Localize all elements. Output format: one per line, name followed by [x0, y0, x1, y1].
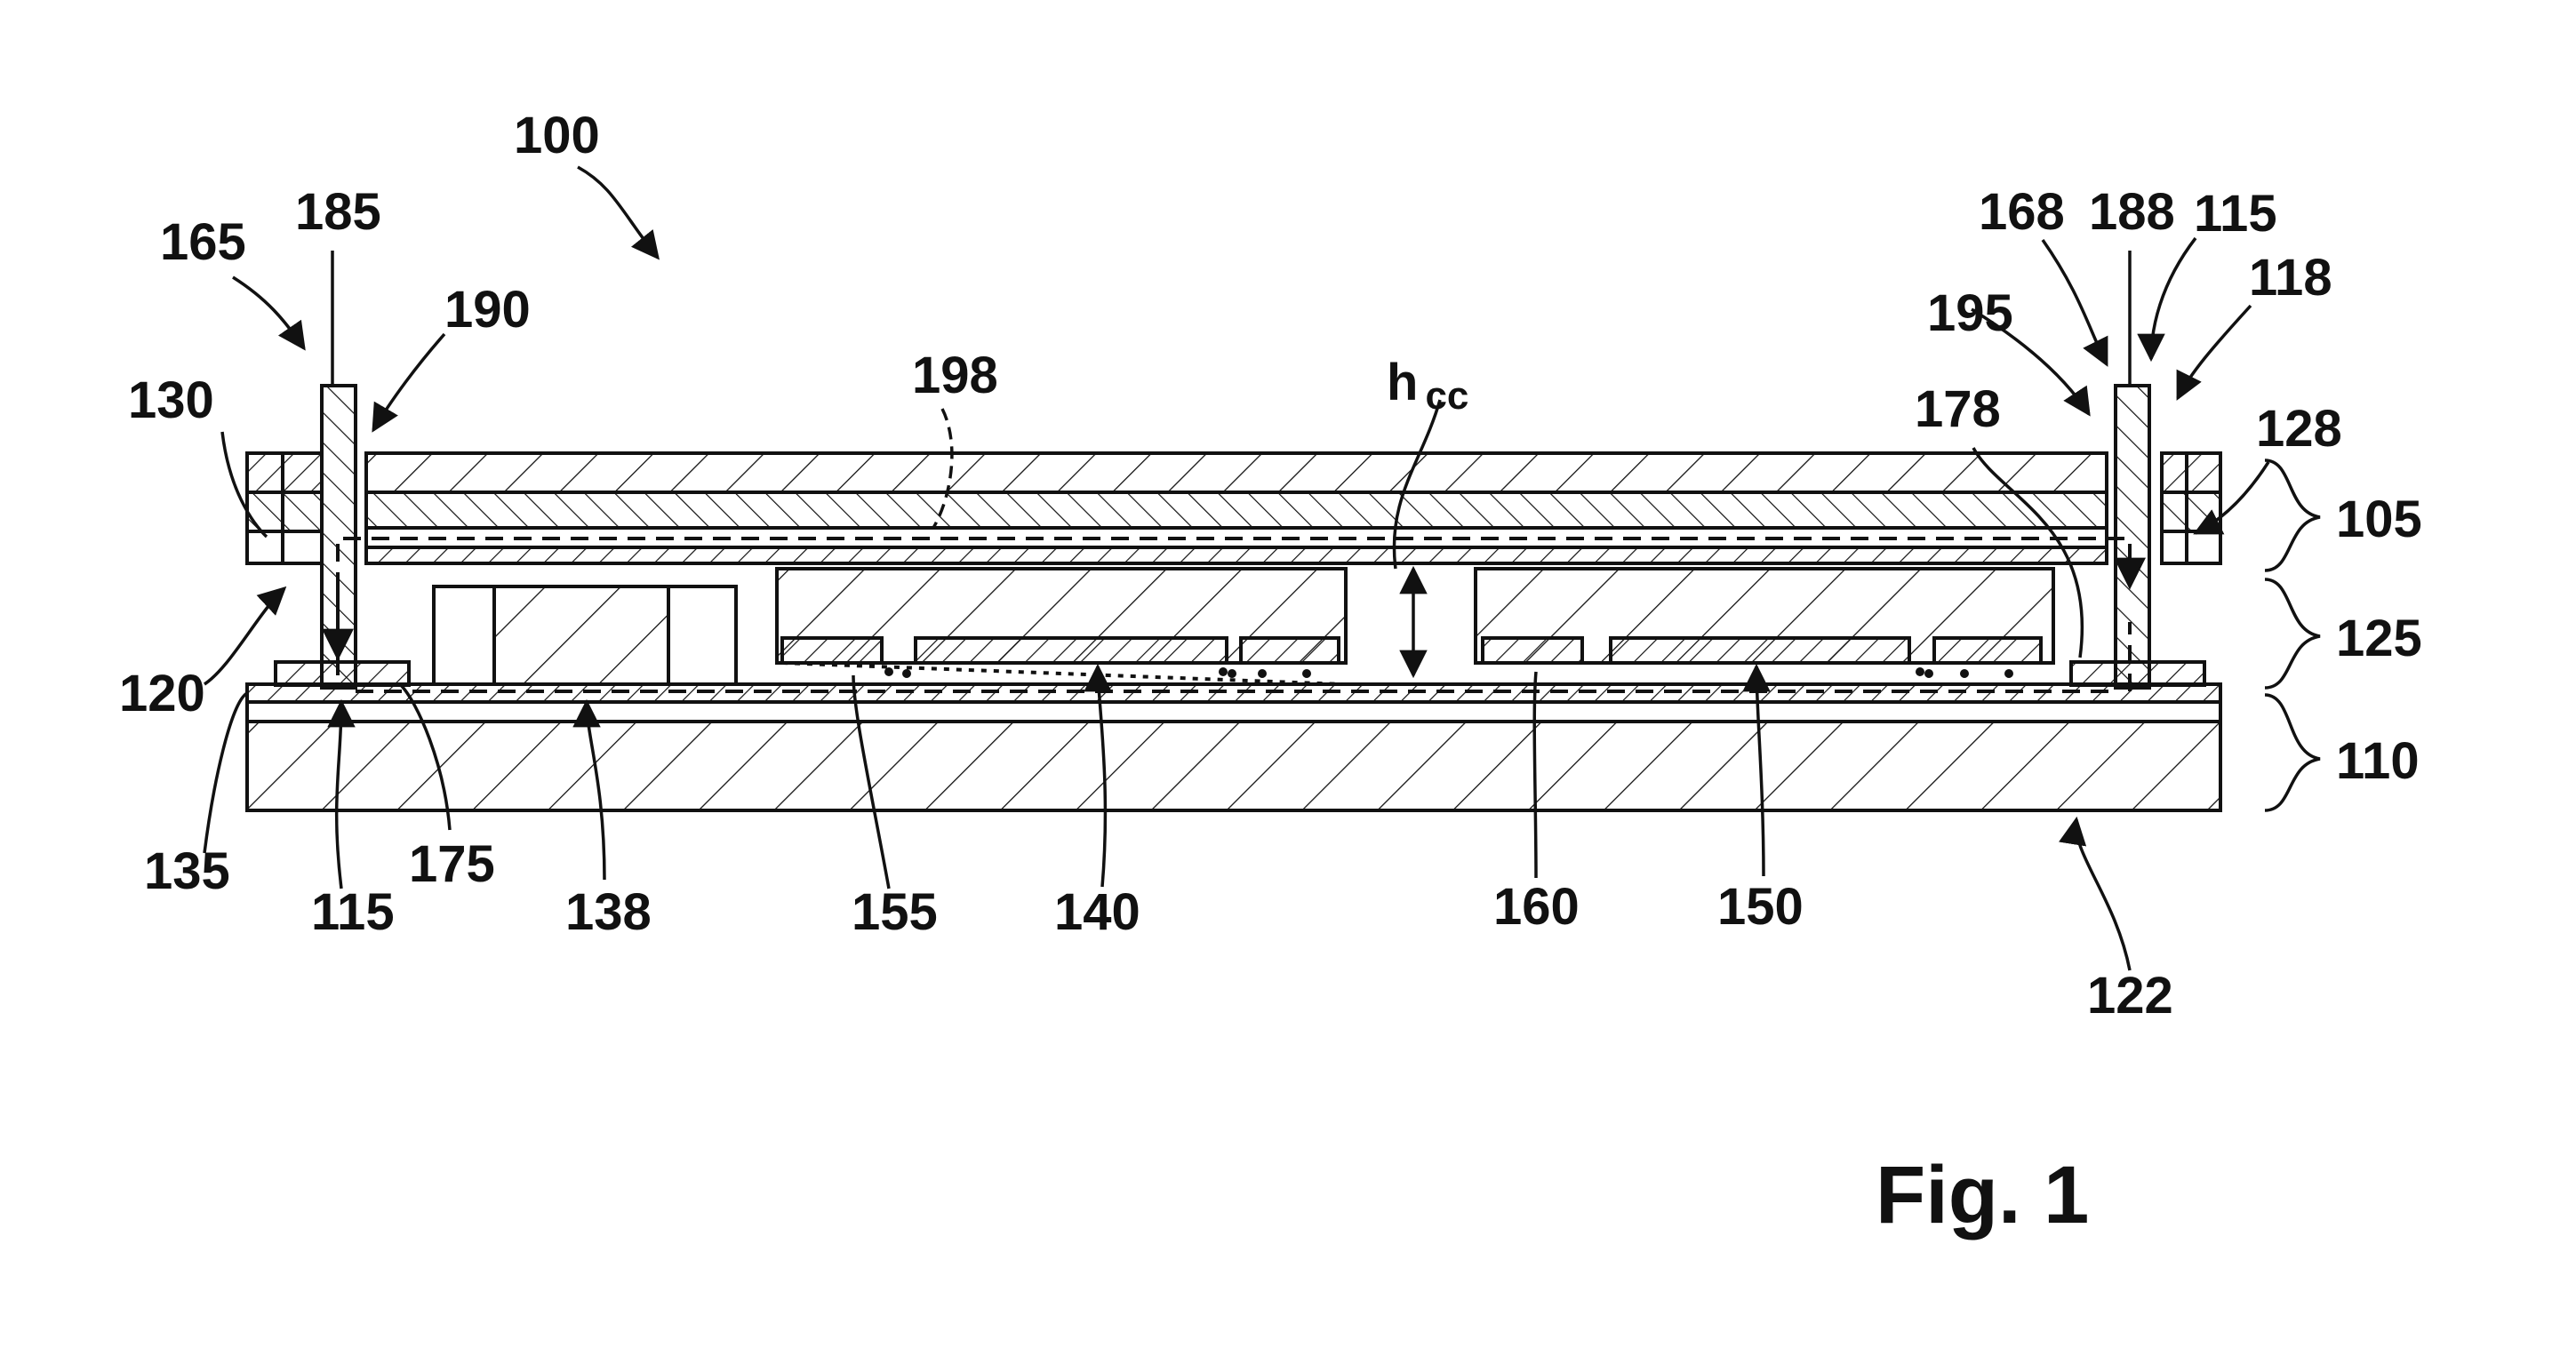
label-195: 195	[1927, 284, 2013, 342]
label-140: 140	[1054, 883, 1140, 941]
label-168: 168	[1979, 183, 2065, 241]
label-115-left: 115	[311, 883, 395, 941]
label-118: 118	[2249, 249, 2332, 307]
substrate-105	[364, 451, 2108, 565]
chip-150	[1474, 567, 2055, 665]
label-105: 105	[2336, 491, 2422, 548]
current-path	[322, 537, 2146, 693]
label-198: 198	[912, 347, 998, 404]
label-150: 150	[1717, 878, 1804, 936]
label-138: 138	[565, 883, 652, 941]
label-100: 100	[514, 107, 600, 164]
label-190: 190	[444, 281, 531, 339]
label-110: 110	[2336, 732, 2420, 790]
substrate-110	[245, 682, 2222, 812]
leader-lines	[203, 165, 2321, 971]
label-155: 155	[852, 883, 938, 941]
label-115-right: 115	[2194, 185, 2277, 243]
label-128: 128	[2256, 400, 2342, 458]
component-138	[432, 585, 738, 686]
label-135: 135	[144, 842, 230, 900]
label-178: 178	[1915, 380, 2001, 438]
label-122: 122	[2087, 967, 2173, 1025]
outer-blocks-left	[245, 451, 324, 565]
outer-blocks-right	[2160, 451, 2222, 565]
label-120: 120	[119, 665, 205, 722]
chip-140	[775, 567, 1348, 686]
label-125: 125	[2336, 610, 2422, 667]
label-185: 185	[295, 183, 381, 241]
solder-bumps	[884, 667, 2013, 678]
pin-188	[2069, 384, 2206, 690]
label-160: 160	[1493, 878, 1580, 936]
label-175: 175	[409, 835, 495, 893]
figure-label: Fig. 1	[1876, 1150, 2089, 1240]
label-165: 165	[160, 213, 246, 271]
label-188: 188	[2089, 183, 2175, 241]
label-130: 130	[128, 371, 214, 429]
